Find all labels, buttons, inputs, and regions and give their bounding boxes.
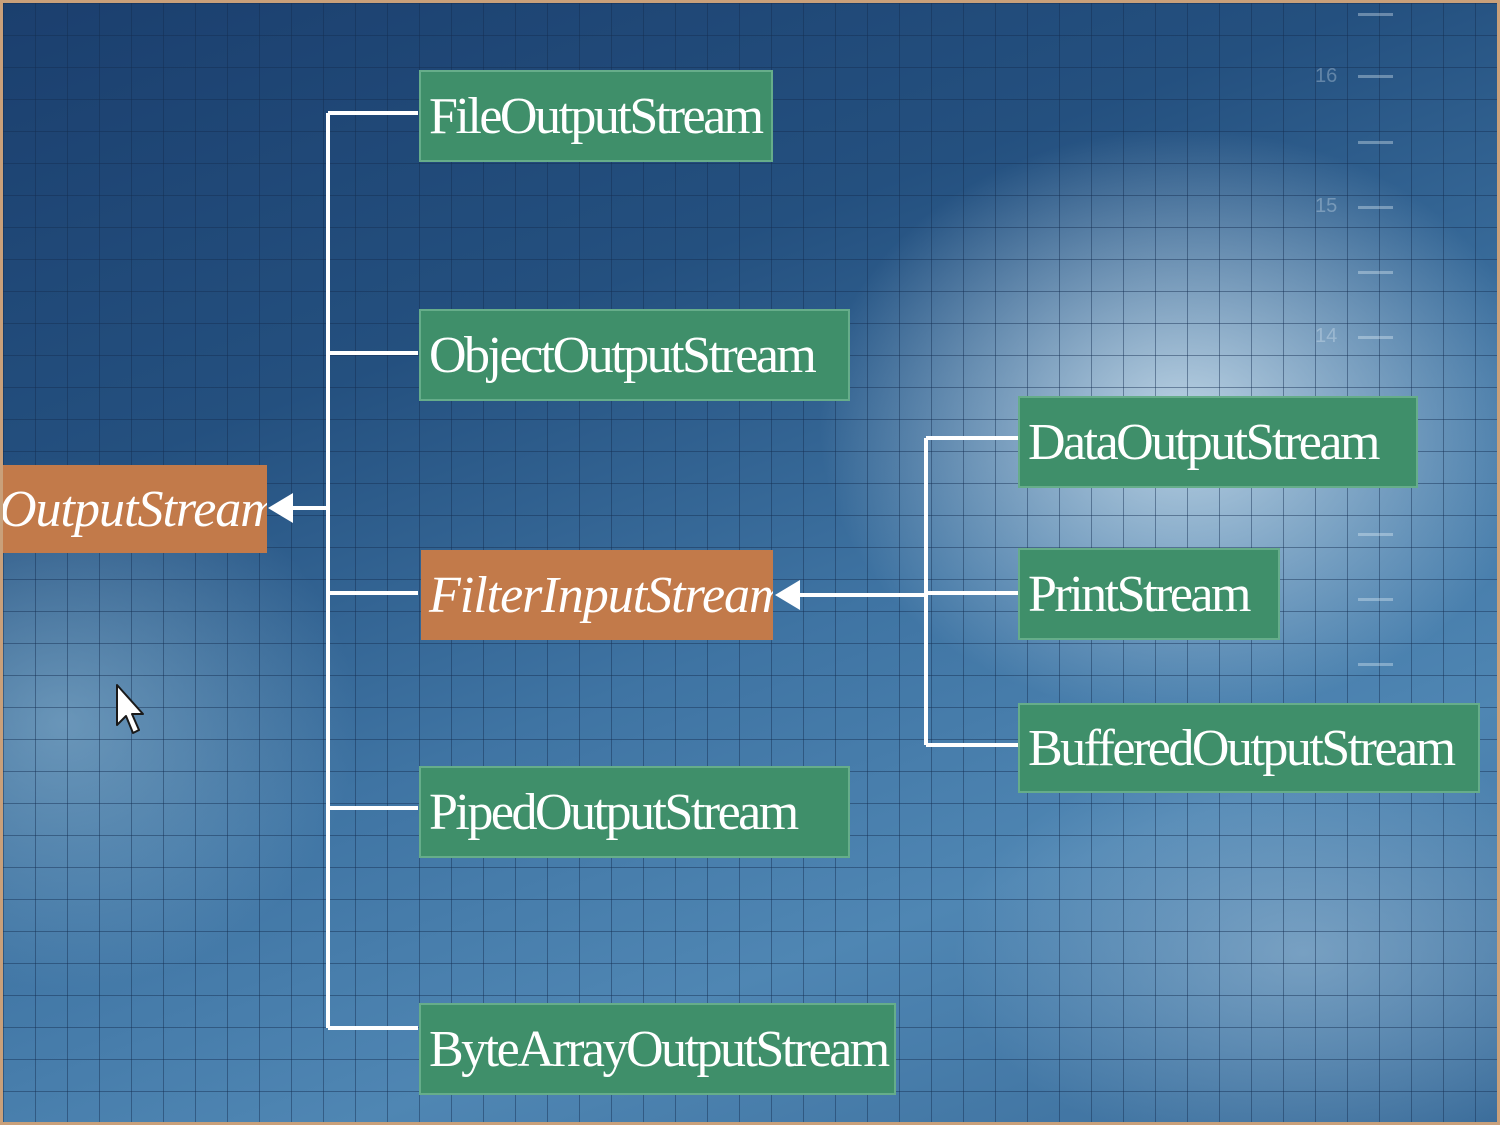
node-bytearrayoutputstream: ByteArrayOutputStream [419, 1003, 896, 1095]
node-bufferedoutputstream: BufferedOutputStream [1018, 703, 1480, 793]
node-objectoutputstream: ObjectOutputStream [419, 309, 850, 401]
node-printstream: PrintStream [1018, 548, 1280, 640]
slide-canvas: 16 15 14 OutputStr [3, 3, 1497, 1122]
ruler-tick [1358, 598, 1393, 601]
node-filterinputstream: FilterInputStream [421, 550, 773, 640]
mouse-pointer-icon [116, 684, 144, 734]
ruler-tick [1358, 141, 1393, 144]
ruler-tick [1358, 336, 1393, 339]
node-pipedoutputstream: PipedOutputStream [419, 766, 850, 858]
ruler-tick [1358, 13, 1393, 16]
ruler-tick [1358, 533, 1393, 536]
node-label: DataOutputStream [1028, 413, 1380, 471]
node-outputstream: OutputStream [3, 465, 267, 553]
node-label: ByteArrayOutputStream [429, 1020, 890, 1078]
ruler-tick [1358, 271, 1393, 274]
ruler-number: 14 [1315, 325, 1338, 347]
node-fileoutputstream: FileOutputStream [419, 70, 773, 162]
node-label: FilterInputStream [429, 566, 773, 624]
ruler-number: 15 [1315, 195, 1338, 217]
ruler-tick [1358, 75, 1393, 78]
node-label: BufferedOutputStream [1028, 719, 1456, 777]
arrowhead-left-icon [775, 580, 800, 610]
ruler-number: 16 [1315, 65, 1338, 87]
ruler-tick [1358, 663, 1393, 666]
connector-lines [268, 111, 1018, 1030]
node-label: PrintStream [1028, 565, 1251, 623]
node-label: FileOutputStream [429, 87, 764, 145]
arrowhead-left-icon [268, 493, 293, 523]
node-label: OutputStream [3, 480, 267, 538]
ruler-tick [1358, 206, 1393, 209]
node-dataoutputstream: DataOutputStream [1018, 396, 1418, 488]
node-label: PipedOutputStream [429, 783, 799, 841]
background-ruler: 16 15 14 [1303, 3, 1413, 703]
node-label: ObjectOutputStream [429, 326, 817, 384]
